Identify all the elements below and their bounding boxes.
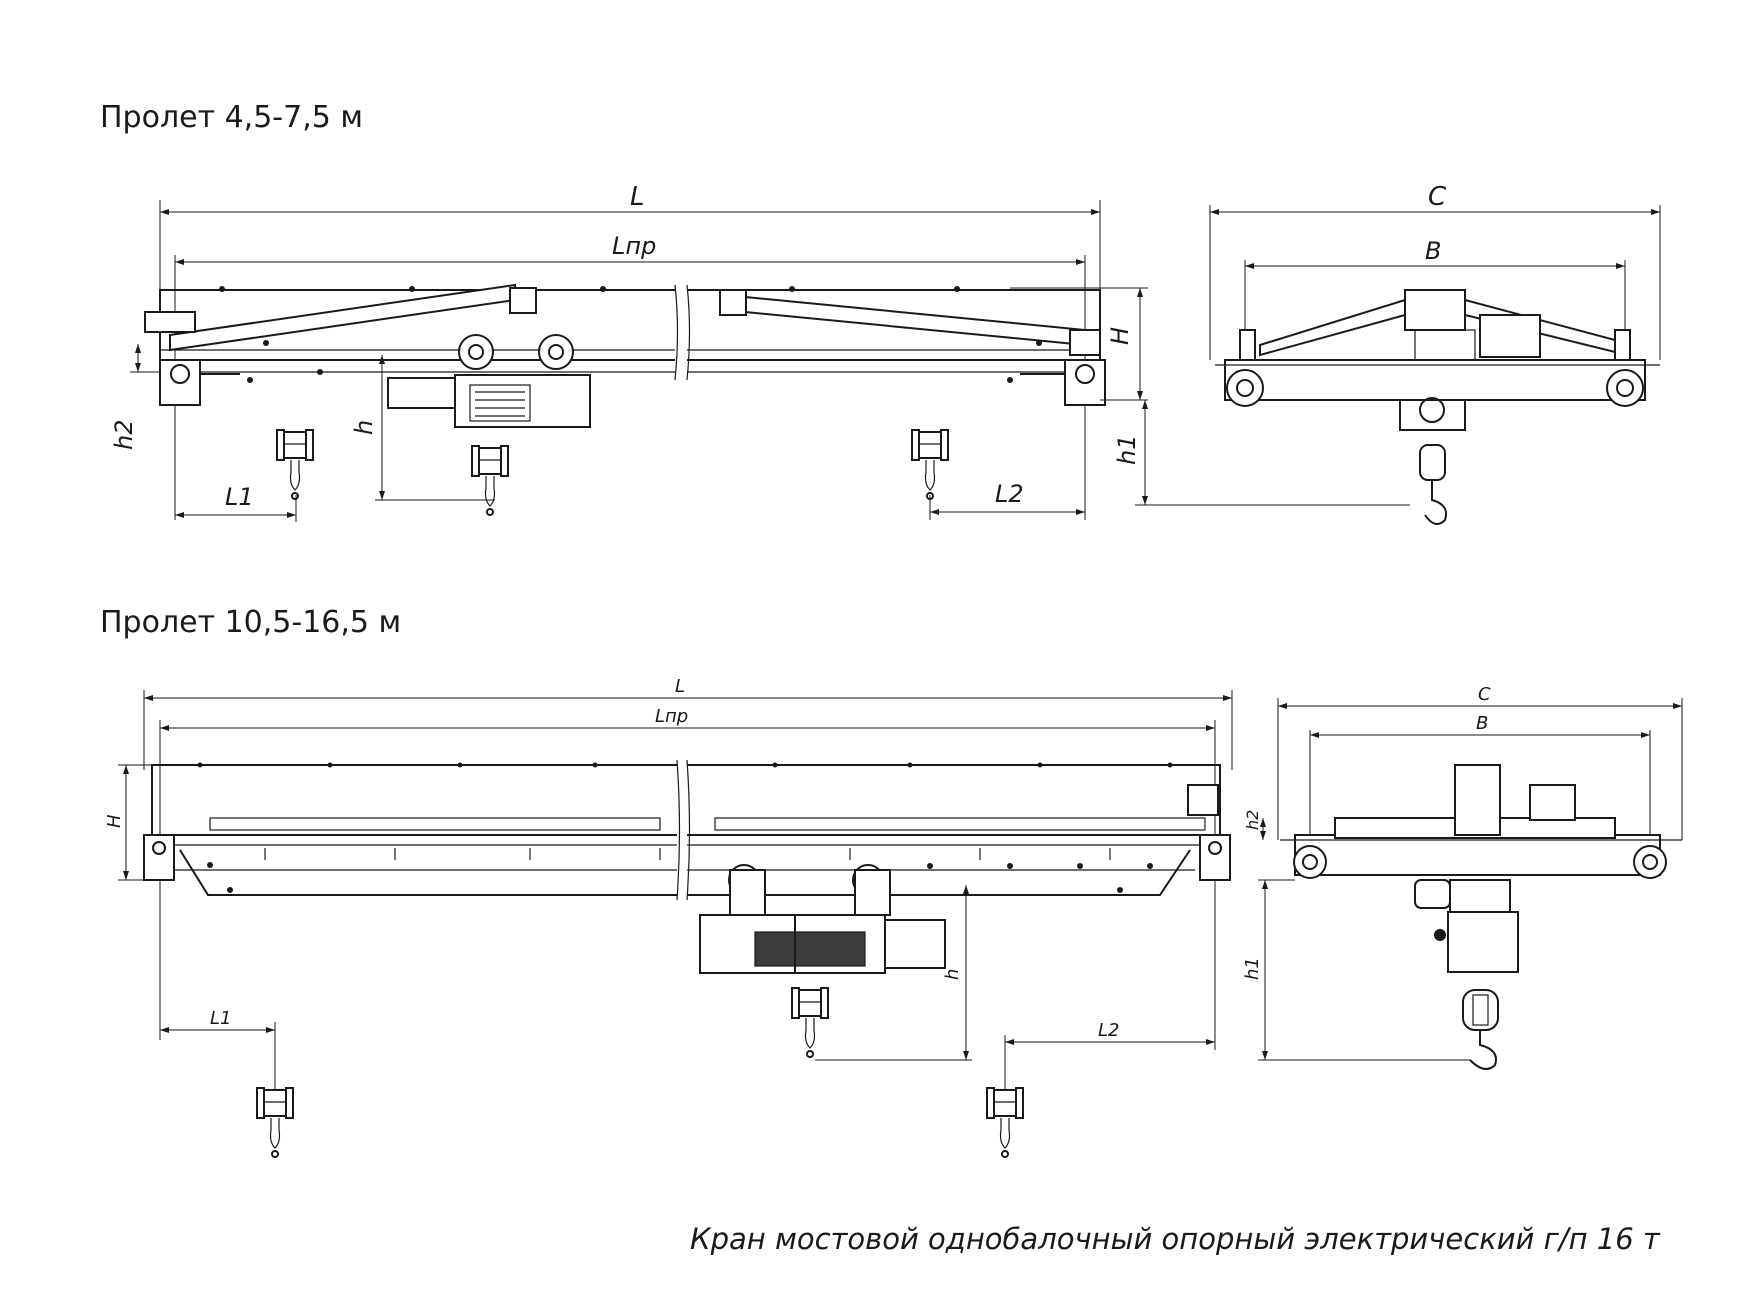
dim-label-L2: L2 <box>1098 1020 1119 1041</box>
dim-label-L1: L1 <box>225 483 254 511</box>
view-title-small-span: Пролет 4,5-7,5 м <box>100 100 364 135</box>
dim-label-Lpr: Lпр <box>612 232 656 260</box>
dim-label-h: h <box>350 420 378 435</box>
front-view-large: L Lпр <box>104 676 1233 1158</box>
dim-label-B: B <box>1425 237 1441 265</box>
dim-label-C: C <box>1478 684 1491 705</box>
dim-label-H: H <box>104 814 125 828</box>
dim-label-h: h <box>942 969 963 980</box>
front-view-small: L Lпр <box>110 182 1148 522</box>
dim-label-L: L <box>675 676 685 697</box>
dim-label-H: H <box>1106 327 1134 345</box>
dim-label-C: C <box>1428 182 1447 212</box>
dim-label-h2: h2 <box>110 420 138 450</box>
dim-label-h1: h1 <box>1113 435 1141 465</box>
dim-label-L1: L1 <box>210 1008 231 1029</box>
dim-label-Lpr: Lпр <box>655 706 688 727</box>
dim-label-L: L <box>630 182 645 212</box>
side-view-small: C B h1 <box>1113 182 1661 525</box>
dim-label-h1: h1 <box>1242 957 1263 980</box>
view-title-large-span: Пролет 10,5-16,5 м <box>100 605 402 640</box>
caption: Кран мостовой однобалочный опорный элект… <box>690 1222 1660 1256</box>
dim-label-h2: h2 <box>1243 810 1262 830</box>
side-view-large: C B h2 h1 <box>1242 684 1683 1070</box>
dim-label-L2: L2 <box>995 480 1024 508</box>
dim-label-B: B <box>1476 713 1488 734</box>
